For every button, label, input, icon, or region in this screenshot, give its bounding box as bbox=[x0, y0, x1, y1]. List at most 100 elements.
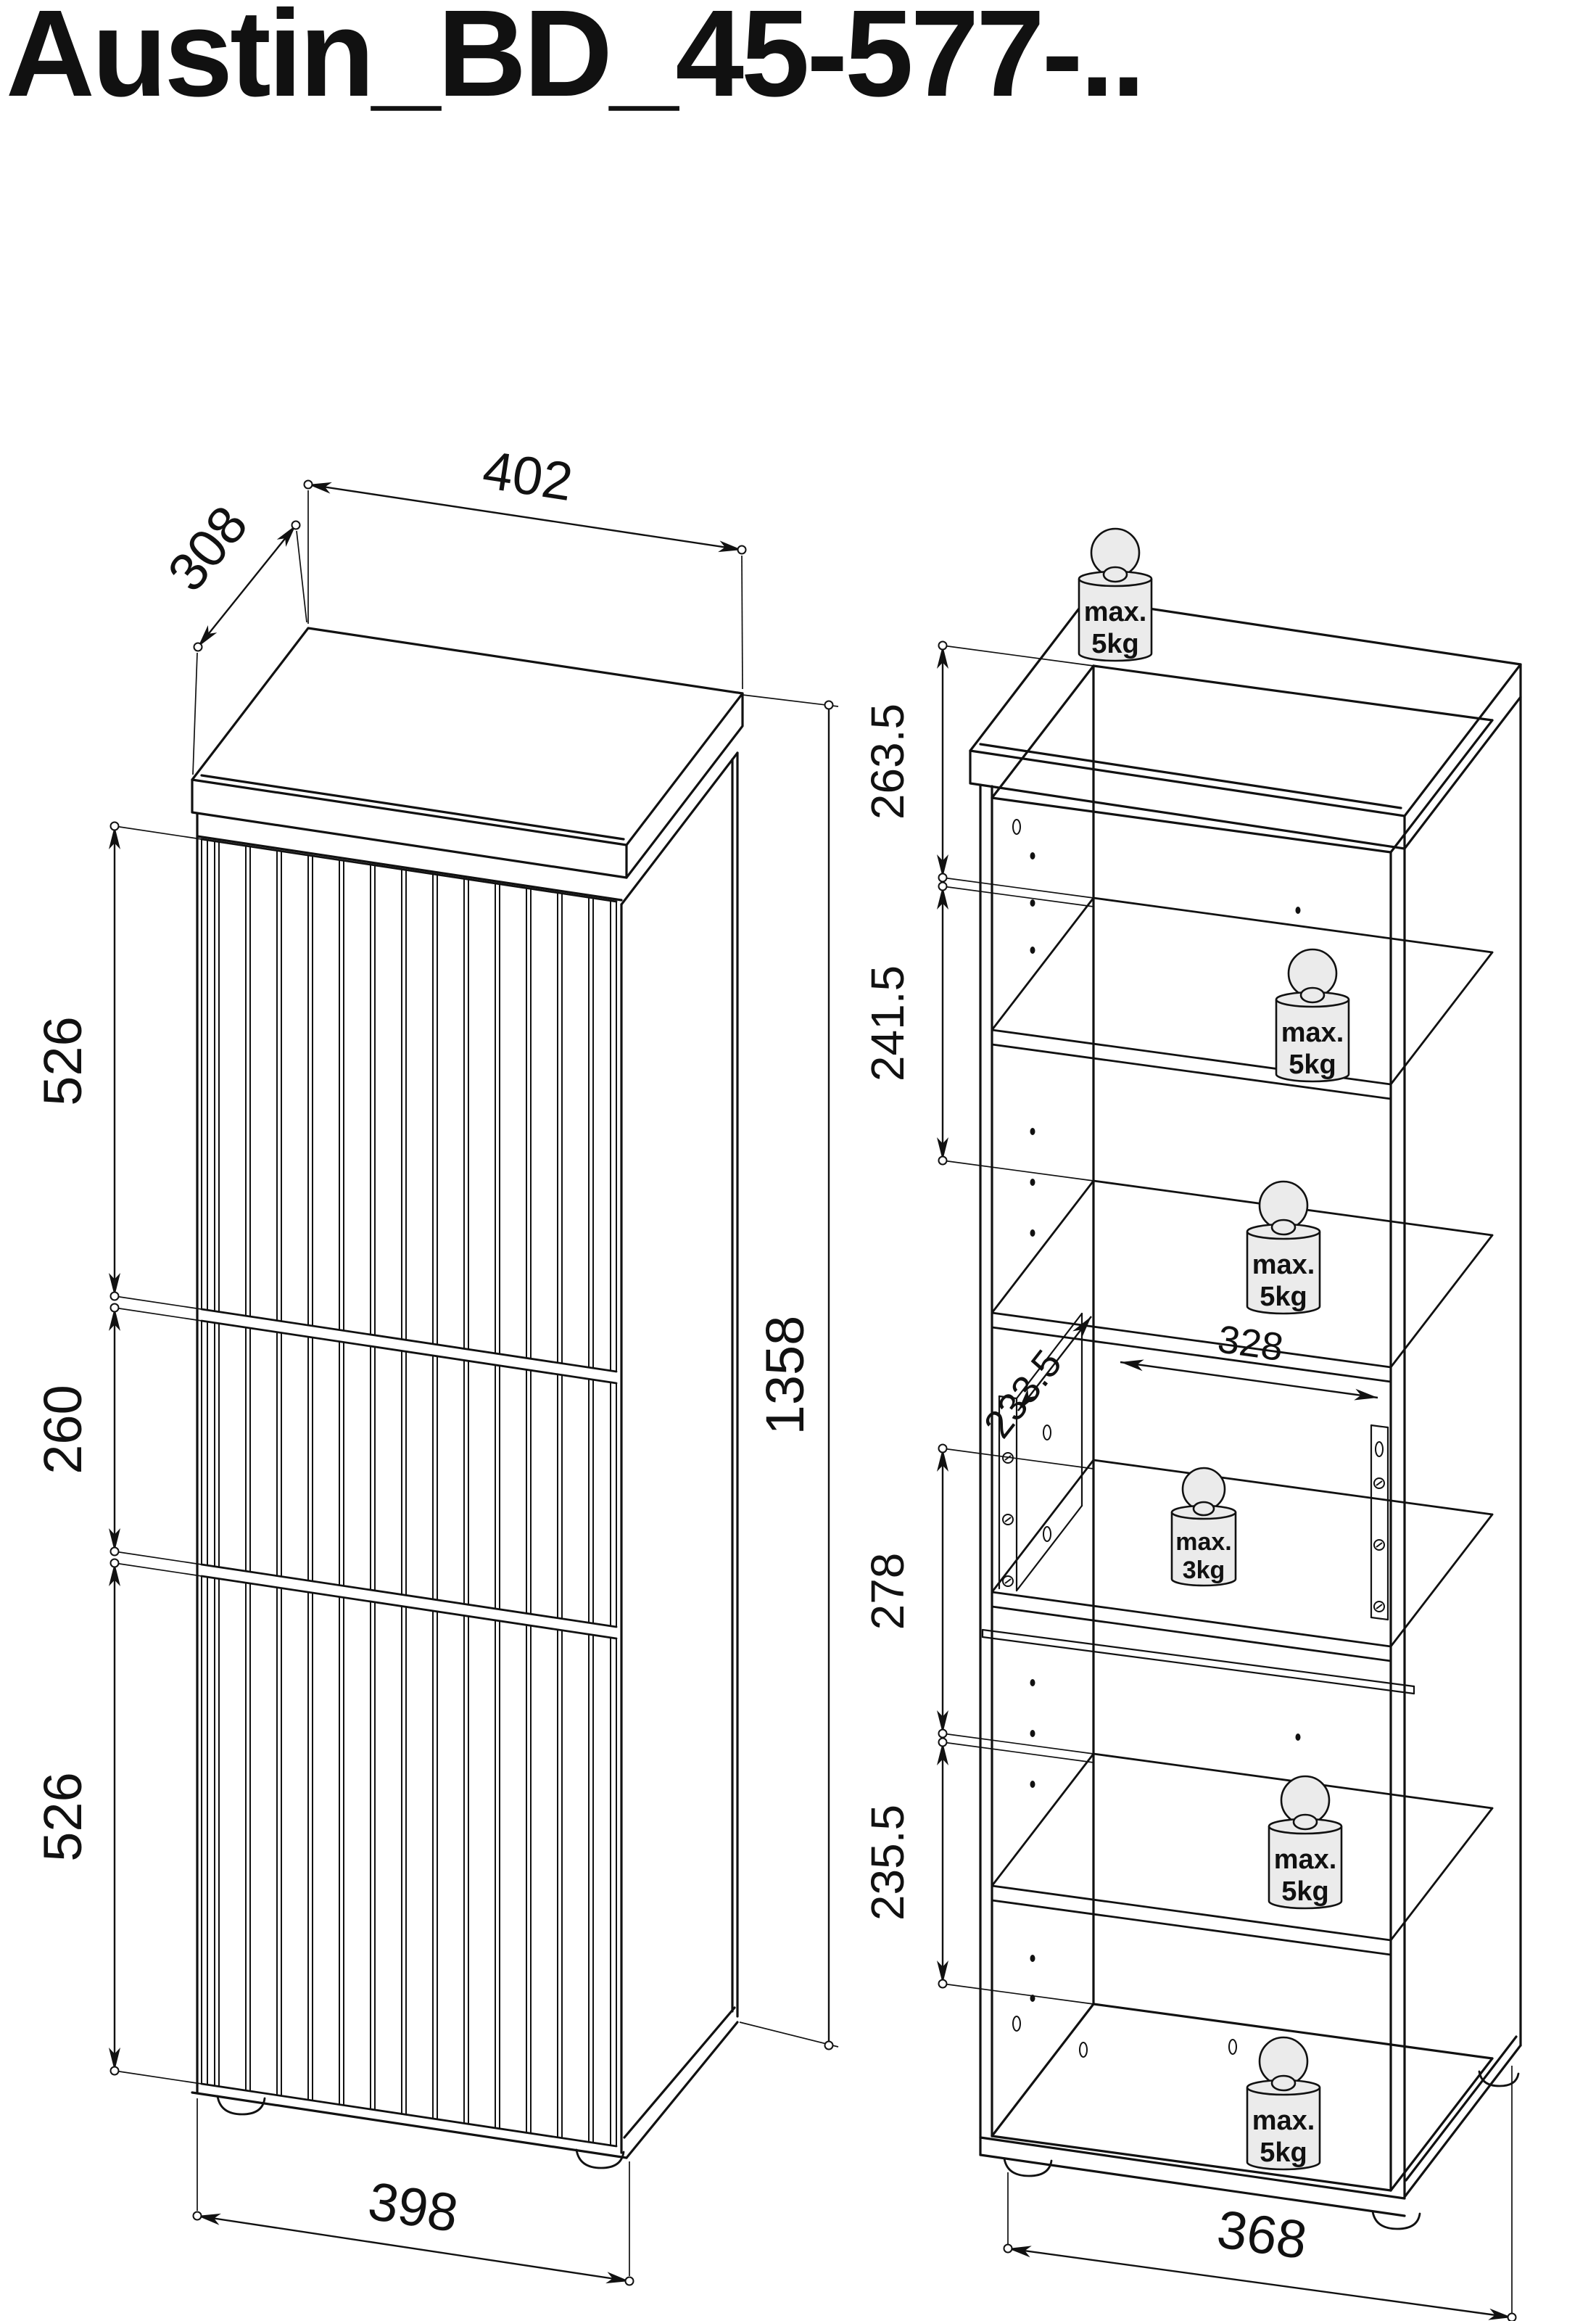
dimension-tick bbox=[938, 1979, 948, 1989]
panel-hole bbox=[1012, 819, 1021, 835]
runner-screws bbox=[1002, 1452, 1385, 1612]
extension-line bbox=[296, 530, 307, 623]
weight-icon-bottom: max. 5kg bbox=[1246, 2036, 1321, 2171]
dim-label-total-height: 1358 bbox=[755, 1316, 815, 1435]
extension-line bbox=[942, 1733, 1094, 1755]
dim-label-bottom-section: 235.5 bbox=[861, 1805, 914, 1921]
dimension-tick bbox=[109, 1546, 120, 1557]
dimension-tick bbox=[938, 1443, 948, 1454]
panel-holes bbox=[1012, 819, 1384, 2058]
weight-icon-shelf2: max. 5kg bbox=[1246, 1180, 1321, 1315]
pin-hole bbox=[1030, 852, 1035, 859]
dim-label-drawer-bay-width: 328 bbox=[1215, 1317, 1286, 1369]
extension-line bbox=[114, 1551, 202, 1565]
runner-screw-slot bbox=[1376, 1542, 1383, 1548]
pin-hole bbox=[1295, 907, 1301, 914]
pin-hole bbox=[1030, 1179, 1035, 1186]
dim-label-drawer: 260 bbox=[33, 1385, 93, 1474]
dimension-tick bbox=[109, 1558, 120, 1568]
foot-right bbox=[1371, 2210, 1421, 2230]
dimension-tick bbox=[938, 1155, 948, 1166]
dimension-ticks bbox=[109, 479, 1517, 2321]
extension-line bbox=[942, 1160, 1094, 1182]
shelves bbox=[991, 896, 1494, 1956]
dimension-tick bbox=[1003, 2243, 1013, 2254]
extension-line bbox=[942, 1448, 1094, 1469]
weight-icon-shelf3: max. 5kg bbox=[1268, 1775, 1343, 1910]
dim-line-top-depth bbox=[197, 524, 297, 648]
dimension-tick bbox=[938, 640, 948, 651]
dimension-tick bbox=[824, 2040, 834, 2050]
dim-label-top-width: 402 bbox=[479, 440, 576, 513]
dim-label-second-section: 241.5 bbox=[861, 965, 914, 1081]
open-cabinet-view bbox=[969, 598, 1522, 2230]
dim-line-drawer-bay-depth bbox=[1017, 1316, 1092, 1411]
load-limit-icons: max. 5kg max. 5kg max. 5kg max. bbox=[1078, 527, 1350, 2171]
dimension-tick bbox=[1507, 2312, 1517, 2321]
dimension-tick bbox=[109, 1303, 120, 1313]
weight-icon-top: max. 5kg bbox=[1078, 527, 1153, 662]
weight-shelf3-line2: 5kg bbox=[1281, 1876, 1328, 1907]
dim-label-top-section: 263.5 bbox=[861, 704, 914, 820]
pin-hole bbox=[1030, 1229, 1035, 1237]
runner-screw-slot bbox=[1376, 1604, 1383, 1609]
dimension-tick bbox=[291, 520, 301, 530]
extension-line bbox=[114, 2070, 202, 2085]
panel-hole bbox=[1012, 2016, 1021, 2032]
closed-cabinet-view bbox=[191, 627, 744, 2169]
pin-hole bbox=[1030, 1730, 1035, 1737]
dim-line-bottom-width bbox=[197, 2213, 630, 2284]
weight-shelf1-line2: 5kg bbox=[1289, 1050, 1336, 1080]
dimension-tick bbox=[303, 479, 313, 490]
dim-label-top-depth: 308 bbox=[156, 495, 259, 602]
dim-label-fourth-section: 278 bbox=[861, 1553, 914, 1631]
dimension-tick bbox=[938, 873, 948, 883]
dim-line-open-bottom-width bbox=[1007, 2246, 1513, 2320]
weight-icon-shelf1: max. 5kg bbox=[1275, 948, 1350, 1083]
dimension-tick bbox=[624, 2276, 634, 2286]
closed-cabinet-structure bbox=[191, 627, 744, 2159]
weight-drawer-line2: 3kg bbox=[1183, 1557, 1225, 1584]
foot-rear bbox=[1478, 2070, 1520, 2087]
extension-line bbox=[114, 1307, 202, 1322]
panel-hole bbox=[1043, 1425, 1051, 1440]
dim-line-top-width bbox=[307, 482, 743, 553]
extension-line bbox=[742, 694, 839, 707]
open-cabinet-structure bbox=[969, 598, 1522, 2217]
dimension-tick bbox=[192, 2211, 202, 2221]
extension-line bbox=[192, 652, 198, 775]
dim-label-drawer-bay-depth: 233.5 bbox=[976, 1342, 1070, 1446]
pin-hole bbox=[1030, 947, 1035, 954]
extension-lines bbox=[114, 490, 1513, 2313]
panel-hole bbox=[1043, 1526, 1051, 1542]
extension-line bbox=[114, 1295, 202, 1310]
extension-line bbox=[942, 1741, 1094, 1763]
weight-shelf2-line1: max. bbox=[1252, 1250, 1315, 1280]
dimension-tick bbox=[938, 1728, 948, 1739]
pin-hole bbox=[1030, 1955, 1035, 1962]
dim-label-upper-door: 526 bbox=[33, 1016, 93, 1105]
closed-cabinet-door-edges bbox=[200, 838, 618, 2148]
dim-line-drawer-bay-width bbox=[1120, 1359, 1378, 1401]
extension-line bbox=[942, 886, 1094, 907]
shelf-pin-holes bbox=[1030, 852, 1301, 2002]
dimension-tick bbox=[938, 881, 948, 891]
weight-top-line2: 5kg bbox=[1091, 629, 1138, 659]
weight-shelf1-line1: max. bbox=[1281, 1018, 1344, 1048]
weight-shelf3-line1: max. bbox=[1274, 1844, 1337, 1875]
extension-line bbox=[741, 555, 743, 690]
drawing-title: Austin_BD_45-577-.. bbox=[6, 0, 1143, 123]
panel-hole bbox=[1079, 2042, 1088, 2058]
foot-left bbox=[1003, 2157, 1053, 2177]
foot-front-left bbox=[216, 2095, 266, 2116]
runner-screw-slot bbox=[1004, 1578, 1012, 1584]
extension-line bbox=[114, 1562, 202, 1577]
pin-hole bbox=[1030, 899, 1035, 907]
extension-line bbox=[942, 877, 1094, 899]
pin-hole bbox=[1030, 1781, 1035, 1788]
weight-drawer-line1: max. bbox=[1175, 1528, 1232, 1556]
door-slats bbox=[201, 839, 617, 2146]
dimension-tick bbox=[109, 821, 120, 831]
foot-front-right bbox=[575, 2148, 625, 2169]
